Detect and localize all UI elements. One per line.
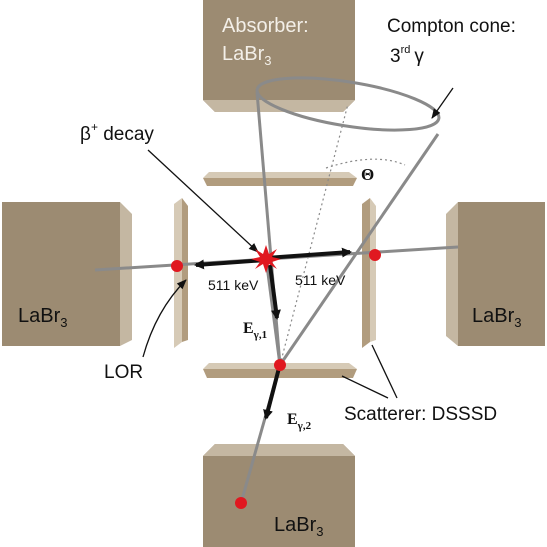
compton-cone-pointer: [431, 87, 454, 119]
lor-label: LOR: [104, 362, 143, 383]
arrow-511-right: [265, 247, 352, 260]
kev-right-label: 511 keV: [295, 272, 346, 288]
compton-cone-label-2: 3: [390, 46, 401, 67]
svg-text:LaBr3: LaBr3: [472, 305, 521, 330]
absorber-top-label-1: Absorber:: [222, 15, 309, 37]
svg-text:Eγ,1: Eγ,1: [243, 320, 267, 341]
e-gamma-1-sub: γ,1: [253, 329, 267, 341]
arrow-511-left: [194, 258, 267, 270]
svg-text:LaBr3: LaBr3: [274, 514, 323, 539]
scatterer-top: [203, 172, 357, 186]
e-gamma-1-label: E: [243, 320, 254, 337]
labr-left-subscript: 3: [60, 315, 67, 330]
absorber-right: LaBr3: [446, 202, 545, 346]
absorber-top-label-2: LaBr: [222, 43, 265, 65]
cone-axis: [279, 103, 349, 366]
absorber-left: LaBr3: [2, 202, 132, 346]
beta-sup: +: [91, 120, 98, 134]
decay-label: decay: [98, 124, 154, 145]
scatterer-left: [174, 198, 188, 348]
svg-text:Eγ,2: Eγ,2: [287, 411, 312, 432]
starburst-icon: [251, 245, 281, 273]
arrow-e-gamma-2: [263, 367, 281, 420]
dot-icon: [235, 497, 247, 509]
svg-text:β+ decay: β+ decay: [80, 120, 154, 145]
beta-decay-pointer: [147, 149, 259, 253]
dot-icon: [274, 359, 286, 371]
kev-left-label: 511 keV: [208, 277, 259, 293]
svg-text:LaBr3: LaBr3: [18, 305, 67, 330]
scatterer-right: [362, 198, 376, 348]
labr-bottom-subscript: 3: [316, 524, 323, 539]
scatterer-label: Scatterer: DSSSD: [344, 404, 497, 425]
labr-bottom-label: LaBr: [274, 514, 317, 536]
labr-right-subscript: 3: [514, 315, 521, 330]
compton-cone-label-1: Compton cone:: [387, 16, 516, 37]
dot-icon: [171, 260, 183, 272]
compton-cone: [255, 76, 441, 366]
scatterer-pointer-bottom: [341, 375, 389, 399]
e-gamma-2-sub: γ,2: [297, 420, 312, 432]
dot-icon: [369, 249, 381, 261]
angle-arc: [325, 158, 406, 169]
scatterer-pointer-right: [371, 344, 398, 399]
arrow-e-gamma-1: [268, 264, 281, 320]
absorber-top: Absorber: LaBr3: [203, 0, 355, 112]
beta-label: β: [80, 124, 91, 145]
svg-text:LaBr3: LaBr3: [222, 43, 271, 68]
lor-pointer: [142, 279, 187, 358]
labr-right-label: LaBr: [472, 305, 515, 327]
absorber-bottom: LaBr3: [203, 444, 355, 547]
e-gamma-2-label: E: [287, 411, 298, 428]
absorber-top-subscript: 3: [264, 53, 271, 68]
labr-left-label: LaBr: [18, 305, 61, 327]
compton-cone-sup: rd: [401, 44, 411, 56]
theta-label: Θ: [361, 165, 374, 184]
compton-cone-gamma: γ: [414, 46, 424, 67]
